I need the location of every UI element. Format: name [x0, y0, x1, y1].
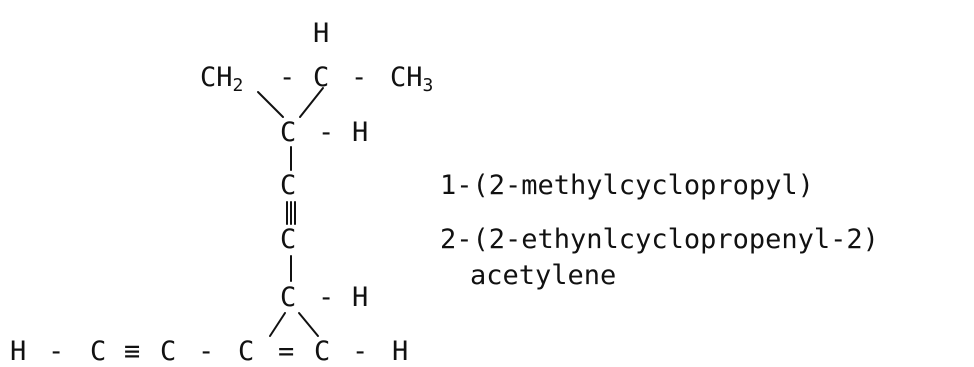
compound-name-line-2: 2-(2-ethynlcyclopropenyl-2): [440, 224, 879, 255]
ch3-subscript: 3: [422, 75, 434, 96]
atom-c-b4: C: [314, 336, 331, 367]
atom-c-b3: C: [238, 336, 255, 367]
bond-dash-top-right: -: [351, 62, 368, 93]
atom-ch2: CH2: [200, 62, 243, 95]
bond-cring2-cb3: [269, 312, 286, 337]
atom-h-ring2: H: [352, 282, 369, 313]
atom-h-left: H: [10, 336, 27, 367]
bond-dash-bottom-3: -: [352, 336, 369, 367]
bond-dash-top-left: -: [279, 62, 296, 93]
bond-dash-bottom-2: -: [198, 336, 215, 367]
bond-triple-bottom: ≡: [124, 336, 141, 367]
atom-c-b1: C: [90, 336, 107, 367]
atom-c-ring2: C: [280, 282, 297, 313]
atom-c-alkyne2: C: [280, 224, 297, 255]
atom-c-ring1: C: [280, 117, 297, 148]
atom-c-b2: C: [160, 336, 177, 367]
atom-ch3: CH3: [390, 62, 433, 95]
bond-cring2-cb4: [298, 312, 319, 337]
atom-c-top: C: [313, 62, 330, 93]
ch2-subscript: 2: [232, 75, 244, 96]
bond-dash-ring1-h: -: [318, 117, 335, 148]
bond-double-bottom: =: [278, 336, 295, 367]
compound-name-line-1: 1-(2-methylcyclopropyl): [440, 170, 814, 201]
compound-name-line-3: acetylene: [470, 260, 617, 291]
bond-dash-bottom-1: -: [48, 336, 65, 367]
atom-h-right: H: [392, 336, 409, 367]
atom-h-top: H: [313, 18, 330, 49]
bond-ctop-cring1: [299, 87, 324, 118]
bond-ch2-cring1: [257, 91, 284, 118]
ch2-text: CH: [200, 62, 233, 93]
atom-h-ring1: H: [352, 117, 369, 148]
atom-c-alkyne1: C: [280, 170, 297, 201]
ch3-text: CH: [390, 62, 423, 93]
bond-dash-ring2-h: -: [318, 282, 335, 313]
